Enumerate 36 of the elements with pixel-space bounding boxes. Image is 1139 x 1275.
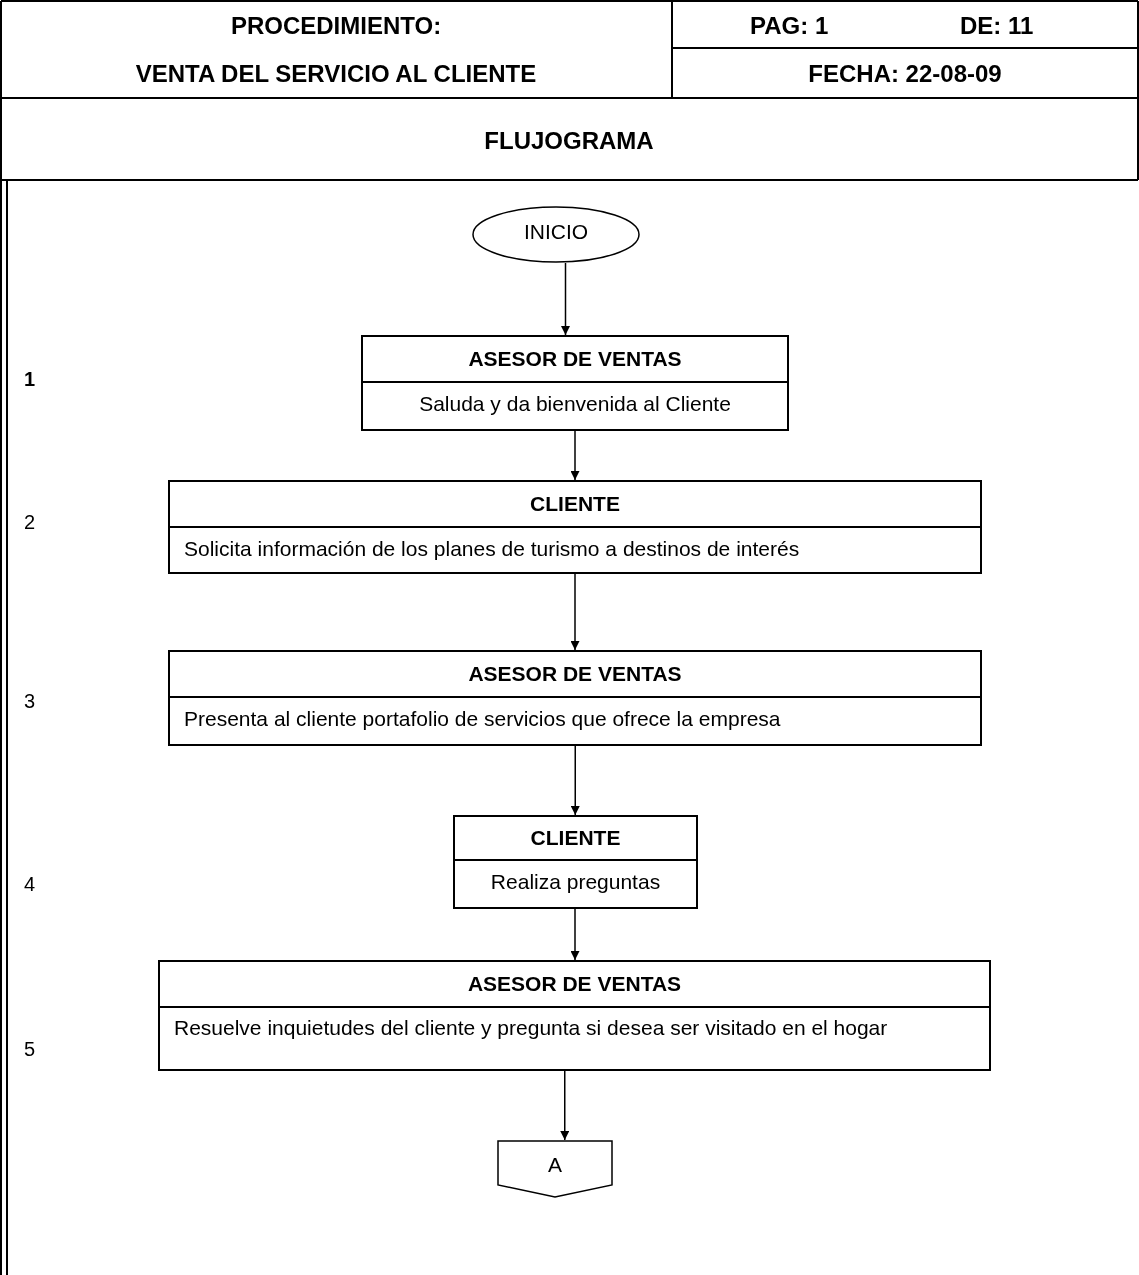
step-description: Saluda y da bienvenida al Cliente — [418, 391, 732, 417]
arrow — [561, 262, 570, 336]
header-text: PAG: 1 — [750, 12, 829, 40]
process-box — [361, 335, 789, 431]
role-heading: ASESOR DE VENTAS — [170, 652, 980, 698]
arrow — [570, 908, 580, 961]
step-number: 2 — [24, 511, 36, 534]
header-text: DE: 11 — [960, 12, 1034, 40]
step-description: Solicita información de los planes de turismo a destinos de interés — [183, 536, 801, 562]
step-number: 1 — [24, 368, 36, 391]
step-description: Presenta al cliente portafolio de servicios que ofrece la empresa — [183, 706, 782, 732]
step-number: 3 — [24, 690, 36, 713]
arrow — [570, 430, 580, 481]
arrow — [570, 745, 580, 816]
arrow — [570, 573, 580, 651]
header-text: FECHA: 22-08-09 — [808, 60, 1002, 88]
role-heading: CLIENTE — [170, 482, 980, 528]
off-page-connector — [497, 1140, 613, 1198]
step-number: 4 — [24, 873, 36, 896]
process-box — [453, 815, 698, 909]
role-heading: ASESOR DE VENTAS — [160, 962, 989, 1008]
terminal-ellipse — [472, 206, 640, 263]
process-box — [158, 960, 991, 1071]
header-text: PROCEDIMIENTO: — [230, 12, 442, 40]
role-heading: CLIENTE — [455, 817, 696, 861]
section-heading: FLUJOGRAMA — [484, 127, 654, 155]
step-description: Realiza preguntas — [489, 869, 662, 895]
process-box — [168, 650, 982, 746]
step-description: Resuelve inquietudes del cliente y pregunta si desea ser visitado en el hogar — [173, 1015, 889, 1041]
step-number: 5 — [24, 1038, 36, 1061]
node-label: A — [547, 1153, 563, 1177]
node-label: INICIO — [522, 220, 590, 244]
header-text: VENTA DEL SERVICIO AL CLIENTE — [135, 60, 537, 88]
role-heading: ASESOR DE VENTAS — [363, 337, 787, 383]
process-box — [168, 480, 982, 574]
arrow — [560, 1070, 570, 1141]
